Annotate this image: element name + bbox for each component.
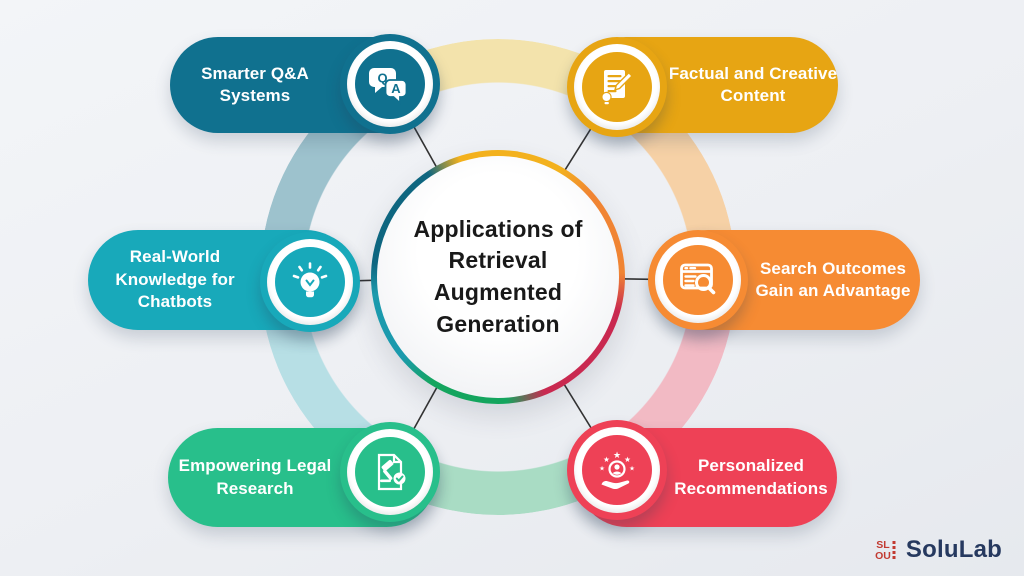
icon-disc <box>582 52 652 122</box>
svg-text:★: ★ <box>599 465 605 473</box>
solulab-logo-text: SoluLab <box>905 536 1002 563</box>
node-legal-research: Empowering Legal Research <box>168 422 454 528</box>
svg-text:A: A <box>391 81 401 96</box>
svg-text:Q: Q <box>377 71 387 86</box>
node-label: Smarter Q&A Systems <box>201 63 309 105</box>
icon-ring: ★ ★ ★ ★ ★ <box>574 427 660 513</box>
node-factual-creative: Factual and Creative Content <box>567 32 849 138</box>
diagram-title: Applications of Retrieval Augmented Gene… <box>413 215 583 337</box>
icon-disc <box>355 437 425 507</box>
lightbulb-icon <box>260 232 360 332</box>
legal-gavel-icon <box>340 422 440 522</box>
icon-ring: Q A <box>347 41 433 127</box>
document-pencil-icon <box>567 37 667 137</box>
qa-chat-icon: Q A <box>340 34 440 134</box>
svg-text:★: ★ <box>613 450 621 460</box>
icon-disc: Q A <box>355 49 425 119</box>
node-label: Real-World Knowledge for Chatbots <box>115 247 235 312</box>
svg-text:★: ★ <box>624 455 631 464</box>
solulab-logo: SL OU SoluLab <box>874 536 1002 564</box>
icon-disc <box>275 247 345 317</box>
icon-ring <box>347 429 433 515</box>
icon-ring <box>655 237 741 323</box>
svg-text:SL: SL <box>876 539 890 551</box>
icon-disc <box>663 245 733 315</box>
svg-text:OU: OU <box>875 550 891 562</box>
node-label: Search Outcomes Gain an Advantage <box>755 258 911 300</box>
svg-text:★: ★ <box>603 455 610 464</box>
node-label: Factual and Creative Content <box>668 63 838 105</box>
node-smarter-qa: Smarter Q&A Systems Q A <box>170 32 452 138</box>
node-personalized-recs: Personalized Recommendations ★ ★ ★ ★ ★ <box>567 420 853 528</box>
solulab-logo-icon: SL OU <box>875 539 896 562</box>
recommendation-hand-stars-icon: ★ ★ ★ ★ ★ <box>567 420 667 520</box>
browser-search-icon <box>648 230 748 330</box>
icon-ring <box>267 239 353 325</box>
node-realworld-knowledge: Real-World Knowledge for Chatbots <box>88 228 374 334</box>
node-label: Empowering Legal Research <box>178 456 332 498</box>
svg-text:★: ★ <box>629 465 635 473</box>
node-search-outcomes: Search Outcomes Gain an Advantage <box>648 228 934 334</box>
center-circle: Applications of Retrieval Augmented Gene… <box>371 150 625 404</box>
node-label: Personalized Recommendations <box>674 456 828 498</box>
center-circle-face: Applications of Retrieval Augmented Gene… <box>377 156 619 398</box>
icon-ring <box>574 44 660 130</box>
icon-disc: ★ ★ ★ ★ ★ <box>582 435 652 505</box>
